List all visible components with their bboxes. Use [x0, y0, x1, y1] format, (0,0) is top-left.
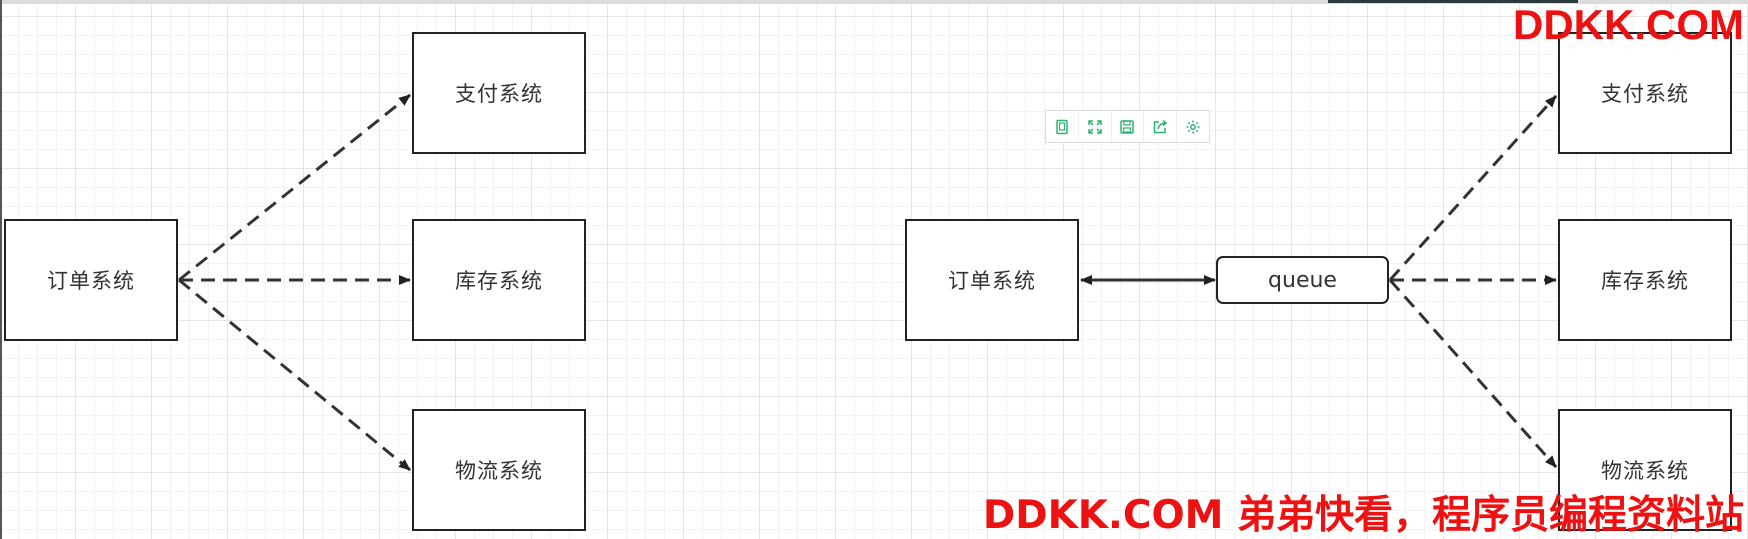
share-icon: [1154, 119, 1168, 133]
left-order-system-node[interactable]: 订单系统: [4, 219, 178, 341]
watermark-bottom: DDKK.COM 弟弟快看，程序员编程资料站: [982, 493, 1744, 538]
queue-node[interactable]: queue: [1216, 256, 1389, 304]
left-logistics-system-node[interactable]: 物流系统: [412, 409, 586, 531]
edge-queue-to-payment-right[interactable]: [1388, 94, 1558, 282]
node-label: 支付系统: [1601, 82, 1689, 106]
node-label: 支付系统: [455, 82, 543, 106]
node-label: 物流系统: [455, 459, 543, 483]
node-label: 订单系统: [47, 269, 135, 293]
page-button[interactable]: [1046, 111, 1079, 142]
settings-icon: [1186, 120, 1200, 133]
save-icon: [1120, 119, 1135, 134]
edge-queue-to-logistics-right[interactable]: [1388, 279, 1558, 468]
node-label: 库存系统: [455, 269, 543, 293]
node-label: queue: [1268, 267, 1337, 293]
right-logistics-system-node[interactable]: 物流系统: [1558, 409, 1732, 531]
fullscreen-icon: [1087, 119, 1102, 134]
node-label: 库存系统: [1601, 269, 1689, 293]
top-strip: [0, 0, 1748, 4]
save-button[interactable]: [1112, 111, 1145, 142]
node-label: 订单系统: [948, 269, 1036, 293]
fullscreen-button[interactable]: [1079, 111, 1112, 142]
edge-order-to-logistics-left[interactable]: [178, 278, 411, 472]
edge-order-to-payment-left[interactable]: [178, 93, 411, 282]
right-payment-system-node[interactable]: 支付系统: [1558, 32, 1732, 154]
page-icon: [1056, 119, 1068, 134]
canvas-left-edge: [0, 0, 2, 539]
left-inventory-system-node[interactable]: 库存系统: [412, 219, 586, 341]
image-toolbar: [1045, 110, 1210, 143]
top-strip-dark-segment: [1328, 0, 1578, 3]
right-inventory-system-node[interactable]: 库存系统: [1558, 219, 1732, 341]
node-label: 物流系统: [1601, 459, 1689, 483]
right-order-system-node[interactable]: 订单系统: [905, 219, 1079, 341]
settings-button[interactable]: [1177, 111, 1209, 142]
left-payment-system-node[interactable]: 支付系统: [412, 32, 586, 154]
share-button[interactable]: [1144, 111, 1178, 142]
watermark-top: DDKK.COM: [1513, 1, 1744, 48]
